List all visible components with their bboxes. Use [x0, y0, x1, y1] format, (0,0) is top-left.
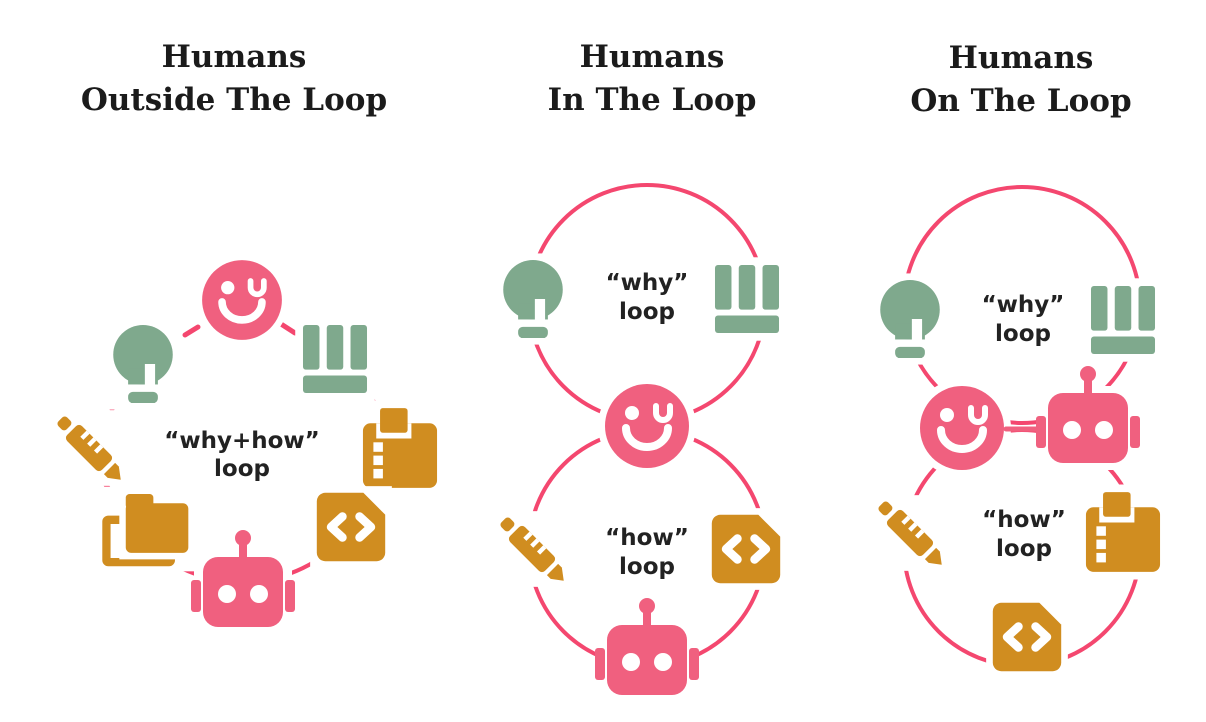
label-line: “how” — [982, 507, 1066, 533]
diagram-on-the-loop — [872, 185, 1168, 678]
fax-machine-icon — [355, 400, 445, 496]
label-line: “why+how” — [164, 428, 320, 454]
label-in-how-loop: “how” loop — [605, 524, 689, 582]
code-file-icon — [310, 486, 392, 568]
label-line: loop — [619, 554, 675, 580]
human-face-icon — [195, 253, 288, 346]
kanban-board-icon — [295, 317, 375, 401]
title-line: Humans — [579, 39, 725, 75]
label-line: loop — [619, 299, 675, 325]
title-outside-the-loop: Humans Outside The Loop — [81, 36, 387, 122]
title-line: On The Loop — [910, 83, 1132, 119]
robot-icon — [1036, 364, 1140, 470]
lightbulb-icon — [495, 253, 571, 345]
title-in-the-loop: Humans In The Loop — [548, 36, 757, 122]
human-face-icon — [913, 379, 1011, 477]
label-why-how-loop: “why+how” loop — [164, 427, 320, 483]
label-line: loop — [996, 536, 1052, 562]
diagram-in-the-loop — [494, 183, 787, 702]
kanban-board-icon — [707, 257, 787, 341]
label-in-why-loop: “why” loop — [606, 269, 689, 327]
code-file-icon — [705, 508, 787, 590]
ruler-pencil-icon — [494, 511, 572, 589]
human-face-icon — [598, 377, 696, 475]
kanban-board-icon — [1083, 278, 1163, 362]
title-line: Humans — [161, 39, 307, 75]
title-on-the-loop: Humans On The Loop — [910, 37, 1131, 123]
lightbulb-icon — [872, 273, 948, 365]
label-on-how-loop: “how” loop — [982, 506, 1066, 564]
lightbulb-icon — [105, 318, 181, 410]
label-line: “how” — [605, 525, 689, 551]
title-line: Humans — [948, 40, 1094, 76]
diagram-outside-the-loop — [51, 253, 445, 634]
ruler-pencil-icon — [51, 410, 129, 488]
ruler-pencil-icon — [872, 495, 950, 573]
label-line: “why” — [605, 270, 689, 296]
label-line: loop — [214, 456, 270, 482]
folder-copy-icon — [98, 487, 195, 572]
fax-machine-icon — [1078, 484, 1168, 580]
label-line: “why” — [981, 292, 1065, 318]
code-file-icon — [986, 596, 1068, 678]
label-line: loop — [995, 321, 1051, 347]
title-line: Outside The Loop — [80, 82, 388, 118]
robot-icon — [595, 596, 699, 702]
title-line: In The Loop — [547, 82, 757, 118]
robot-icon — [191, 528, 295, 634]
label-on-why-loop: “why” loop — [982, 291, 1065, 349]
